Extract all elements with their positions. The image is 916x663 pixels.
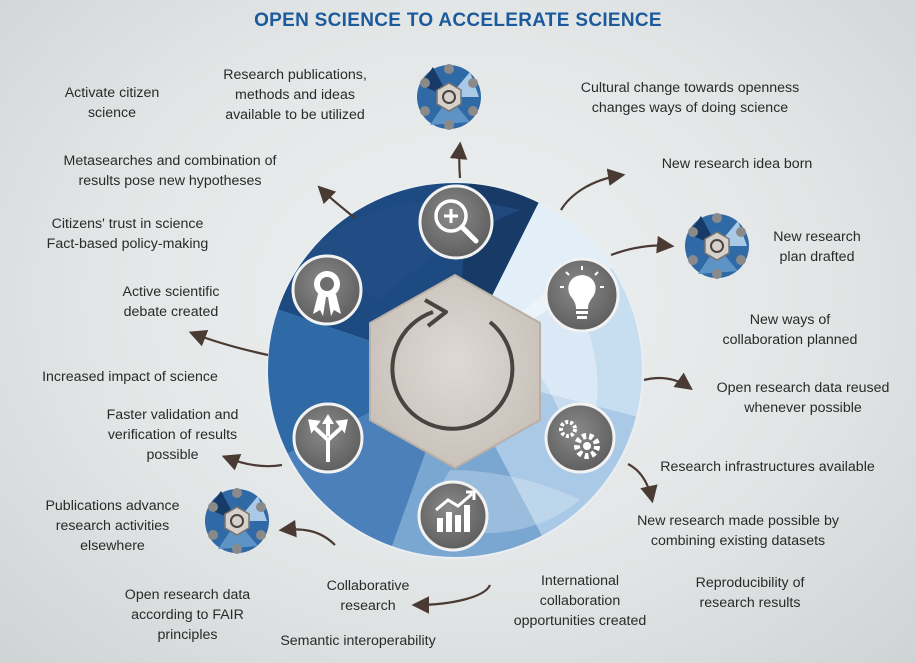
growth-chart-icon: [417, 480, 489, 552]
label-new-research: New research made possible by combining …: [637, 513, 839, 549]
mini-wheel-icon: [417, 64, 481, 130]
label-collaborative: Collaborative research: [326, 578, 410, 614]
page-title: OPEN SCIENCE TO ACCELERATE SCIENCE: [254, 10, 662, 31]
label-new-ways: New ways of collaboration planned: [722, 312, 858, 348]
mini-wheel-icon: [685, 213, 749, 279]
label-infrastructures: Research infrastructures available: [660, 459, 875, 475]
label-cultural-change: Cultural change towards openness changes…: [580, 80, 800, 116]
arrows-split-icon: [292, 402, 364, 474]
label-new-idea: New research idea born: [661, 156, 813, 172]
label-open-data-reused: Open research data reused whenever possi…: [716, 380, 890, 416]
magnifier-plus-icon: [418, 184, 494, 260]
label-reproducibility: Reproducibility of research results: [695, 575, 805, 611]
label-semantic: Semantic interoperability: [280, 633, 436, 649]
award-ribbon-icon: [291, 254, 363, 326]
label-active-debate: Active scientific debate created: [122, 284, 220, 320]
mini-wheel-icon: [205, 488, 269, 554]
flow-arrows: [188, 141, 693, 614]
label-activate-citizen: Activate citizen science: [64, 85, 160, 121]
label-faster-validation: Faster validation and verification of re…: [106, 407, 239, 463]
gears-icon: [544, 402, 616, 474]
label-research-publications: Research publications, methods and ideas…: [223, 67, 367, 123]
lightbulb-icon: [544, 257, 620, 333]
cycle-arrow-icon: [390, 298, 515, 431]
label-metasearches: Metasearches and combination of results …: [63, 153, 277, 189]
label-new-plan: New research plan drafted: [773, 229, 861, 265]
label-increased-impact: Increased impact of science: [42, 369, 218, 385]
label-publications-advance: Publications advance research activities…: [45, 498, 180, 554]
label-international: International collaboration opportunitie…: [513, 573, 647, 629]
label-citizens-trust: Citizens' trust in science Fact-based po…: [46, 216, 209, 252]
label-fair: Open research data according to FAIR pri…: [124, 587, 251, 643]
